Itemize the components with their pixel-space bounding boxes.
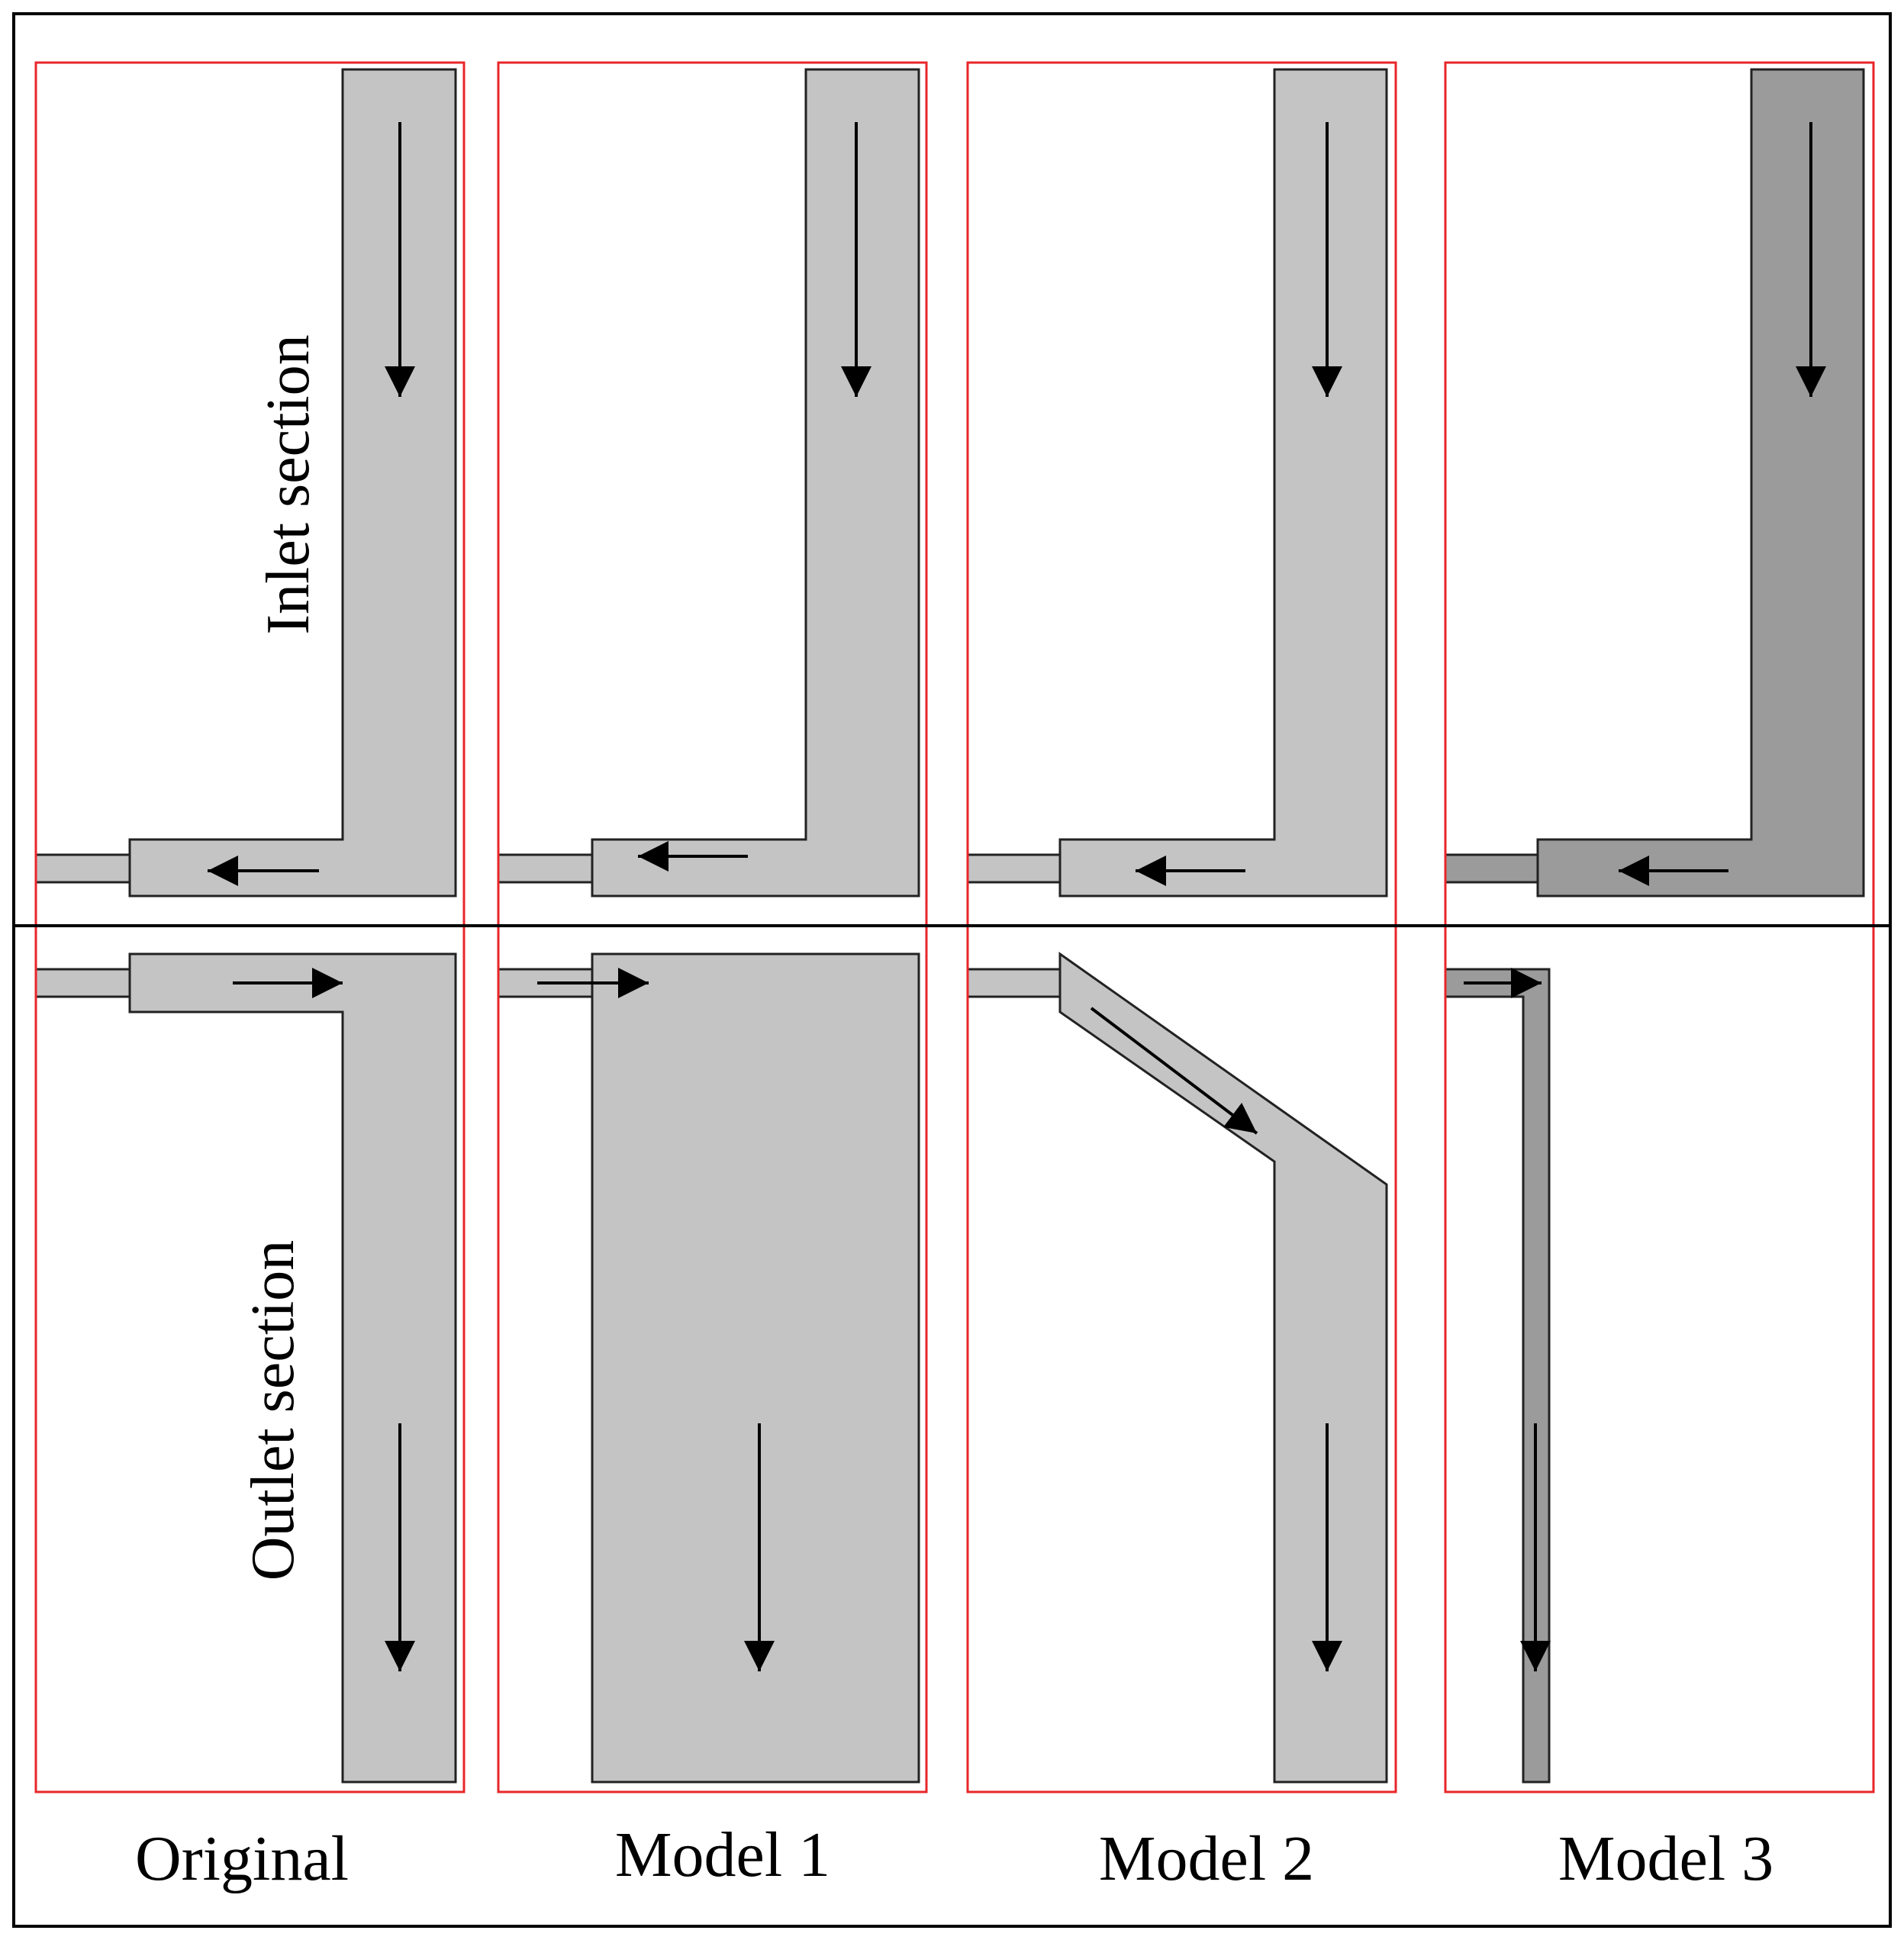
- outlet-section-label: Outlet section: [240, 1240, 307, 1581]
- model-3-inlet-duct: [1444, 68, 1865, 897]
- column-model-1: Model 1: [497, 61, 928, 1890]
- outer-frame: [12, 12, 1892, 1928]
- model-2-inlet-duct: [966, 68, 1388, 897]
- model-1-outlet-duct: [497, 952, 920, 1784]
- model-2-outlet-duct: [966, 952, 1388, 1784]
- column-original: Original: [34, 61, 466, 1894]
- original-outlet-duct: [34, 952, 457, 1784]
- model-2-outlet-arrow-diagonal: [1090, 1007, 1258, 1135]
- column-model-3: Model 3: [1444, 61, 1875, 1894]
- column-label-original: Original: [135, 1823, 349, 1894]
- original-inlet-duct: [34, 68, 457, 897]
- column-model-2: Model 2: [966, 61, 1397, 1894]
- model-3-outlet-duct: [1444, 968, 1551, 1784]
- inlet-section-label: Inlet section: [255, 334, 322, 634]
- column-label-model-1: Model 1: [615, 1819, 830, 1890]
- model-1-inlet-duct: [497, 68, 920, 897]
- column-label-model-3: Model 3: [1558, 1823, 1774, 1894]
- column-label-model-2: Model 2: [1099, 1823, 1314, 1894]
